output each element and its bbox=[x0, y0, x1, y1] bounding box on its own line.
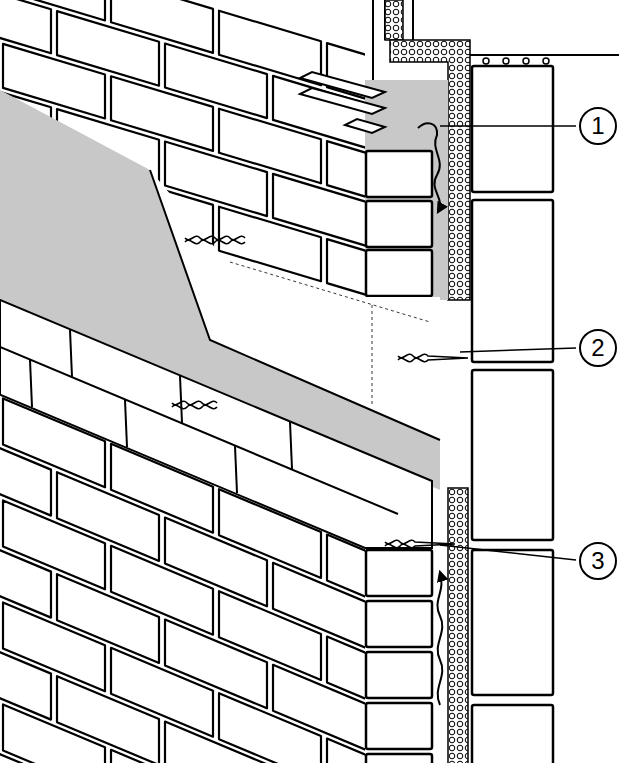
wall-ties bbox=[172, 236, 468, 547]
brick bbox=[435, 174, 537, 249]
brick bbox=[435, 580, 537, 669]
bar bbox=[503, 58, 509, 64]
brick bbox=[489, 654, 591, 743]
weep-vents bbox=[300, 72, 385, 133]
wall-tie bbox=[385, 540, 455, 547]
hidden-line bbox=[230, 262, 430, 322]
brick bbox=[435, 76, 537, 151]
bar bbox=[543, 58, 549, 64]
brick bbox=[489, 141, 591, 216]
brick bbox=[489, 435, 591, 510]
bar bbox=[483, 58, 489, 64]
brick-ends bbox=[366, 550, 432, 763]
brick bbox=[3, 704, 105, 763]
joint bbox=[290, 422, 292, 469]
brick-end bbox=[366, 601, 432, 647]
brick bbox=[435, 370, 537, 445]
inner-leaf bbox=[472, 66, 553, 763]
brick bbox=[435, 682, 537, 763]
brick bbox=[435, 272, 537, 347]
hidden-line bbox=[372, 305, 373, 405]
block bbox=[472, 370, 553, 540]
airflow-arrow bbox=[437, 572, 442, 705]
brick bbox=[111, 750, 213, 763]
bar bbox=[523, 58, 529, 64]
brick bbox=[0, 733, 51, 763]
callout-number: 3 bbox=[579, 542, 617, 580]
brick-end bbox=[366, 201, 432, 247]
brick-end bbox=[366, 754, 432, 763]
leader-line bbox=[440, 125, 576, 127]
joint bbox=[70, 330, 72, 377]
block bbox=[472, 200, 553, 362]
block bbox=[472, 66, 553, 192]
brick-end bbox=[366, 250, 432, 296]
callout-number: 2 bbox=[579, 329, 617, 367]
insulation bbox=[448, 488, 468, 763]
brick bbox=[165, 722, 267, 763]
leader-line bbox=[440, 545, 576, 560]
brick-ends bbox=[366, 151, 432, 296]
frame-line bbox=[372, 0, 374, 85]
hidden-lines bbox=[230, 262, 430, 405]
block bbox=[472, 550, 553, 695]
wall-tie bbox=[398, 354, 468, 361]
joint bbox=[125, 400, 127, 447]
dpc-tray bbox=[365, 80, 448, 300]
insulation bbox=[385, 0, 403, 40]
brick-end bbox=[366, 151, 432, 197]
leader-line bbox=[460, 348, 576, 352]
joint bbox=[180, 376, 182, 423]
brick-end bbox=[366, 652, 432, 698]
brick-end bbox=[366, 550, 432, 596]
vent bbox=[300, 88, 385, 114]
block bbox=[472, 705, 553, 763]
wall-tie bbox=[172, 401, 217, 408]
brick bbox=[489, 756, 591, 763]
brick bbox=[489, 239, 591, 314]
vent bbox=[345, 119, 385, 133]
leader-lines bbox=[440, 126, 576, 560]
brick-end bbox=[366, 703, 432, 749]
callout-number: 1 bbox=[579, 107, 617, 145]
joint bbox=[235, 446, 237, 493]
wall-tie bbox=[185, 236, 245, 243]
joint bbox=[30, 360, 32, 407]
brick bbox=[435, 468, 537, 543]
airflow-arrow bbox=[418, 123, 440, 212]
outer-leaf bbox=[0, 308, 591, 763]
reinforcement bbox=[483, 58, 549, 64]
